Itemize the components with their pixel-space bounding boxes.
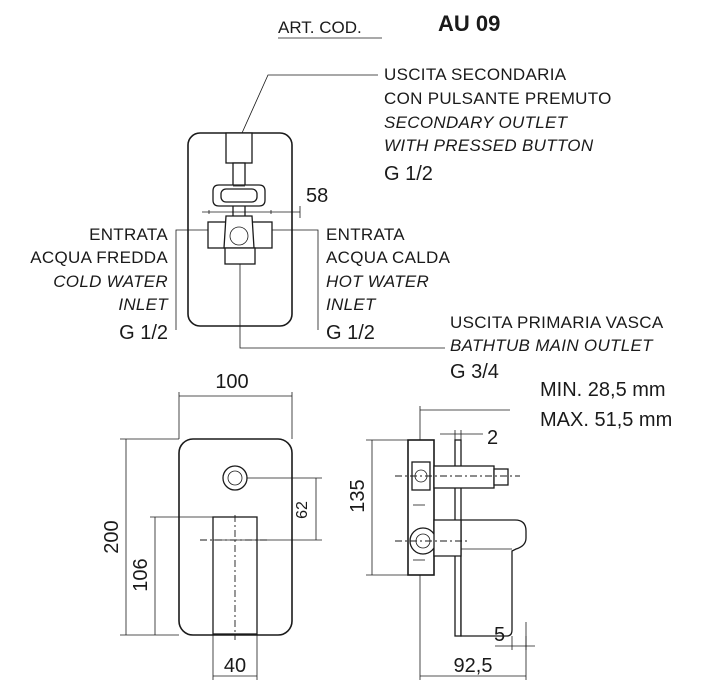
hot-inlet-leader [272, 229, 319, 330]
plate-height-value: 200 [101, 520, 123, 553]
plate-thickness-value: 2 [487, 427, 498, 449]
hot-inlet-label-it-1: ENTRATA [326, 225, 405, 244]
max-depth-label: MAX. 51,5 mm [540, 409, 672, 431]
plate-width-value: 100 [215, 371, 248, 393]
main-outlet-label-it: USCITA PRIMARIA VASCA [450, 313, 664, 332]
secondary-outlet-stem [225, 132, 253, 164]
cold-inlet-thread: G 1/2 [119, 322, 168, 344]
lever-width-value: 40 [224, 655, 246, 677]
cold-inlet-label-en-1: COLD WATER [53, 272, 168, 291]
diverter-button-inner [227, 470, 243, 486]
diverter-button-outer [222, 465, 248, 491]
side-button-shaft [433, 465, 495, 489]
article-code: AU 09 [438, 11, 500, 36]
secondary-outlet-label-it-2: CON PULSANTE PREMUTO [384, 89, 612, 108]
cold-inlet-label-it-1: ENTRATA [89, 225, 168, 244]
side-button-cap [493, 468, 509, 486]
secondary-outlet-label-en-2: WITH PRESSED BUTTON [384, 136, 594, 155]
lever-height-value: 106 [130, 558, 152, 591]
hot-inlet-label-it-2: ACQUA CALDA [326, 248, 451, 267]
total-depth-value: 92,5 [454, 655, 493, 677]
top-view-valve [187, 132, 293, 327]
body-height-value: 135 [347, 479, 369, 512]
hot-inlet-label-en-2: INLET [326, 295, 377, 314]
main-outlet-label-en: BATHTUB MAIN OUTLET [450, 336, 654, 355]
lever-tip-value: 5 [494, 624, 505, 646]
side-lever-cartridge [433, 519, 462, 557]
main-outlet-body [224, 247, 256, 265]
side-view [395, 439, 527, 637]
inlet-spacing-value: 58 [306, 185, 328, 207]
valve-cross-inner [220, 188, 258, 203]
secondary-outlet-leader [241, 74, 378, 134]
front-cover-plate [178, 438, 293, 636]
cold-inlet-leader [175, 229, 208, 330]
secondary-outlet-label-it-1: USCITA SECONDARIA [384, 65, 567, 84]
secondary-outlet-label-en-1: SECONDARY OUTLET [384, 113, 569, 132]
valve-center-bore [229, 226, 249, 246]
side-mixer-lever [460, 519, 527, 637]
cold-inlet-label-en-2: INLET [118, 295, 169, 314]
art-cod-label: ART. COD. [278, 18, 362, 37]
valve-center-body [223, 215, 255, 249]
side-wall-box [407, 439, 435, 576]
main-outlet-thread: G 3/4 [450, 361, 499, 383]
min-depth-label: MIN. 28,5 mm [540, 379, 666, 401]
button-offset-value: 62 [294, 501, 311, 519]
hot-inlet-thread: G 1/2 [326, 322, 375, 344]
secondary-outlet-thread: G 1/2 [384, 163, 433, 185]
front-view [178, 438, 293, 640]
cold-inlet-label-it-2: ACQUA FREDDA [30, 248, 168, 267]
hot-inlet-label-en-1: HOT WATER [326, 272, 429, 291]
main-outlet-leader [239, 264, 445, 349]
